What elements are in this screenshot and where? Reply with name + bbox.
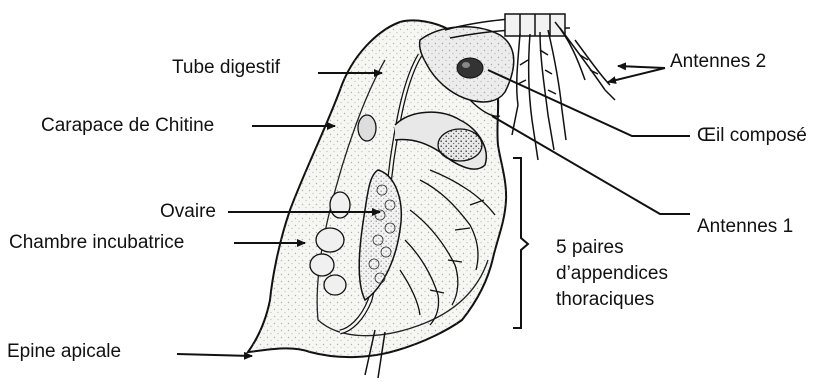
appendices-bracket [513,158,528,328]
label-appendices-line2: d’appendices [556,261,668,287]
label-antennes-2: Antennes 2 [670,51,766,73]
label-epine: Epine apicale [7,341,121,363]
label-oeil: Œil composé [697,125,807,147]
label-ovaire: Ovaire [160,201,216,223]
label-carapace: Carapace de Chitine [41,115,214,137]
label-appendices-line1: 5 paires [556,235,668,261]
heart [358,115,376,141]
label-antennes-1: Antennes 1 [697,216,793,238]
label-appendices: 5 paires d’appendices thoraciques [556,235,668,313]
compound-eye [457,58,483,78]
label-tube-digestif: Tube digestif [172,57,280,79]
label-appendices-line3: thoraciques [556,287,668,313]
label-chambre: Chambre incubatrice [9,232,184,254]
